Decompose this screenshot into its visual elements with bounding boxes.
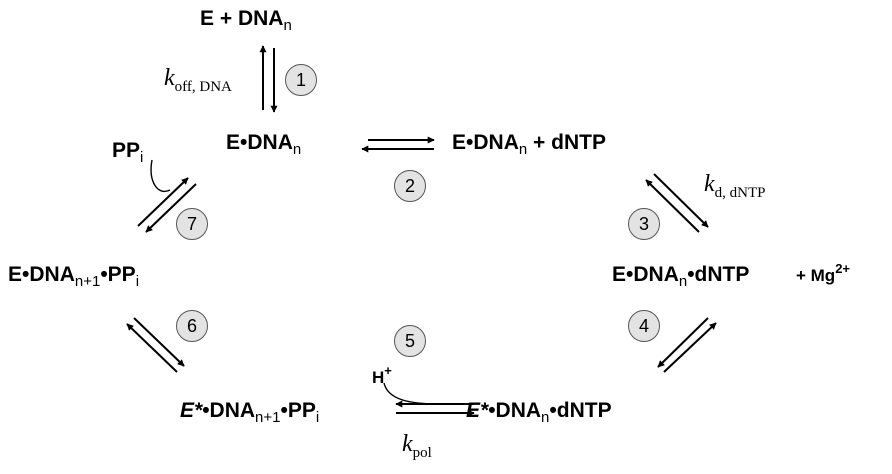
step-3-badge: 3 xyxy=(628,208,660,240)
equilibrium-arrow-step-6 xyxy=(126,317,185,373)
equilibrium-arrow-step-2 xyxy=(361,136,435,153)
species-estar-dna-dntp: E*•DNAn•dNTP xyxy=(466,399,612,426)
step-5-badge: 5 xyxy=(394,325,426,357)
rate-constant-kd-dntp: kd, dNTP xyxy=(704,171,766,201)
equilibrium-arrow-step-1 xyxy=(259,45,278,113)
species-e-dna-dntp: E•DNAn•dNTP xyxy=(612,263,750,290)
species-pyrophosphate: PPi xyxy=(112,139,144,166)
species-e-dna-ppi: E•DNAn+1•PPi xyxy=(8,263,140,290)
rate-constant-koff-dna: koff, DNA xyxy=(164,65,232,95)
step-1-badge: 1 xyxy=(285,64,317,96)
equilibrium-arrow-step-3 xyxy=(645,173,709,233)
species-magnesium-ion: + Mg2+ xyxy=(796,261,851,285)
species-e-dna-plus-dntp: E•DNAn + dNTP xyxy=(452,131,606,158)
species-proton: H+ xyxy=(372,363,392,387)
step-4-badge: 4 xyxy=(628,310,660,342)
equilibrium-arrow-step-5 xyxy=(383,382,475,417)
rate-constant-kpol: kpol xyxy=(402,431,432,461)
species-e-dna: E•DNAn xyxy=(226,131,302,158)
equilibrium-arrow-step-7 xyxy=(137,159,197,233)
step-6-badge: 6 xyxy=(176,310,208,342)
equilibrium-arrow-step-4 xyxy=(657,317,717,373)
species-estar-dna-ppi: E*•DNAn+1•PPi xyxy=(180,399,320,426)
species-e-plus-dna-free: E + DNAn xyxy=(200,7,292,34)
step-7-badge: 7 xyxy=(176,208,208,240)
step-2-badge: 2 xyxy=(394,170,426,202)
